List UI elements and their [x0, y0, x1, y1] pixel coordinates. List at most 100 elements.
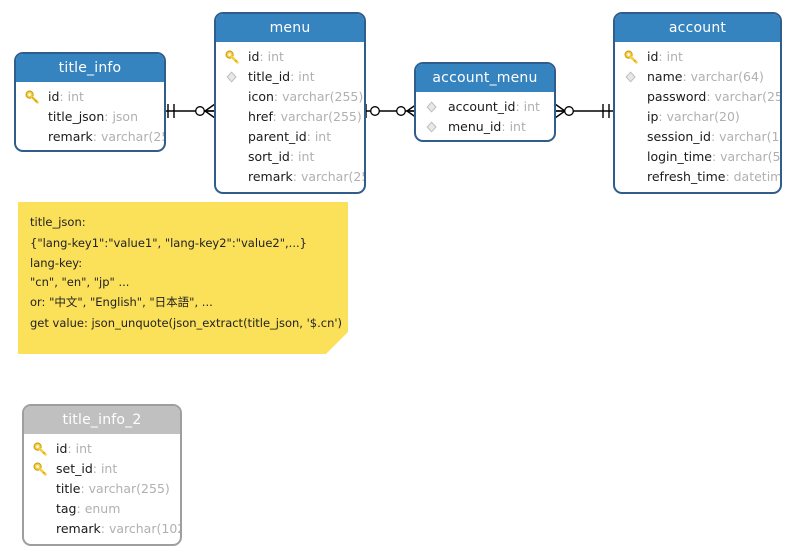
note-line: {"lang-key1":"value1", "lang-key2":"valu…	[30, 236, 307, 250]
field-row[interactable]: refresh_time: datetime	[615, 167, 780, 187]
field-type: varchar(255)	[100, 129, 164, 144]
field-row[interactable]: menu_id: int	[416, 117, 554, 137]
relationship-menu-account_menu	[362, 99, 418, 123]
field-name: account_id	[448, 99, 516, 114]
field-name: refresh_time	[647, 169, 726, 184]
field-name: login_time	[647, 149, 712, 164]
field-row[interactable]: password: varchar(255)	[615, 87, 780, 107]
field-type: int	[298, 149, 315, 164]
field-row[interactable]: sort_id: int	[248, 149, 315, 164]
diamond-icon	[425, 120, 440, 134]
field-name: session_id	[647, 129, 711, 144]
relationship-title_info-menu	[162, 99, 216, 123]
field-name: sort_id	[248, 149, 290, 164]
entity-menu-fields: id: int title_id: int icon: varchar(255)…	[216, 42, 364, 192]
field-type: varchar(255)	[88, 481, 170, 496]
field-row[interactable]: title_json: json	[48, 109, 138, 124]
entity-account_menu-title: account_menu	[416, 64, 554, 92]
field-name: id	[48, 89, 60, 104]
field-name: title_json	[48, 109, 105, 124]
entity-account_menu-fields: account_id: int menu_id: int	[416, 92, 554, 140]
diamond-icon	[225, 70, 240, 84]
field-name: icon	[248, 89, 274, 104]
field-type: int	[523, 99, 540, 114]
entity-account-title: account	[615, 14, 780, 42]
field-name: id	[248, 49, 260, 64]
field-row[interactable]: remark: varchar(255)	[16, 127, 164, 147]
field-type: enum	[84, 501, 121, 516]
note-line: or: "中文", "English", "日本語", ...	[30, 295, 213, 309]
field-type: datetime	[733, 169, 782, 184]
note-title_json[interactable]: title_json: {"lang-key1":"value1", "lang…	[18, 202, 348, 354]
field-name: parent_id	[248, 129, 307, 144]
field-row[interactable]: session_id: varchar(100)	[615, 127, 780, 147]
key-icon	[25, 90, 40, 104]
note-fold-corner	[326, 332, 348, 354]
field-type: json	[112, 109, 138, 124]
diamond-icon	[425, 100, 440, 114]
field-row[interactable]: title_id: int	[216, 67, 364, 87]
field-row[interactable]: set_id: int	[24, 459, 180, 479]
field-type: varchar(255)	[280, 109, 362, 124]
field-type: varchar(1024)	[108, 521, 180, 536]
entity-account_menu[interactable]: account_menu account_id: int menu_id: in…	[414, 62, 556, 142]
field-type: int	[267, 49, 284, 64]
entity-title_info[interactable]: title_info id: int title_json: json rema…	[14, 52, 166, 152]
field-type: int	[666, 49, 683, 64]
key-icon	[33, 442, 48, 456]
field-name: remark	[48, 129, 93, 144]
field-row[interactable]: id: int	[615, 47, 780, 67]
key-icon	[33, 462, 48, 476]
field-type: varchar(50)	[720, 149, 781, 164]
field-name: title_id	[248, 69, 291, 84]
field-name: password	[647, 89, 707, 104]
field-name: id	[56, 441, 68, 456]
note-line: lang-key:	[30, 256, 83, 270]
field-name: remark	[56, 521, 101, 536]
field-row[interactable]: ip: varchar(20)	[647, 109, 740, 124]
entity-title_info_2-fields: id: int set_id: int title: varchar(255) …	[24, 434, 180, 544]
entity-account[interactable]: account id: int name: varchar(64) p	[613, 12, 782, 194]
field-type: int	[314, 129, 332, 144]
field-row[interactable]: tag: enum	[56, 501, 121, 516]
key-icon	[225, 50, 240, 64]
field-row[interactable]: login_time: varchar(50)	[615, 147, 780, 167]
key-icon	[624, 50, 639, 64]
field-name: id	[647, 49, 659, 64]
field-row[interactable]: href: varchar(255)	[248, 109, 362, 124]
entity-title_info_2[interactable]: title_info_2 id: int	[22, 404, 182, 546]
field-name: set_id	[56, 461, 93, 476]
field-type: varchar(100)	[719, 129, 780, 144]
field-type: int	[75, 441, 92, 456]
field-type: varchar(255)	[282, 89, 364, 104]
field-name: ip	[647, 109, 659, 124]
note-line: get value: json_unquote(json_extract(tit…	[30, 316, 343, 330]
entity-menu[interactable]: menu id: int title_id: int icon: va	[214, 12, 366, 194]
field-row[interactable]: remark: varchar(255)	[216, 167, 364, 187]
field-type: varchar(20)	[666, 109, 740, 124]
field-row[interactable]: title: varchar(255)	[56, 481, 170, 496]
field-row[interactable]: id: int	[216, 47, 364, 67]
field-name: tag	[56, 501, 77, 516]
field-row[interactable]: account_id: int	[416, 97, 554, 117]
field-row[interactable]: name: varchar(64)	[615, 67, 780, 87]
field-row[interactable]: id: int	[16, 87, 164, 107]
field-name: href	[248, 109, 273, 124]
field-row[interactable]: icon: varchar(255)	[248, 89, 364, 104]
entity-menu-title: menu	[216, 14, 364, 42]
diamond-icon	[624, 70, 639, 84]
field-row[interactable]: remark: varchar(1024)	[24, 519, 180, 539]
relationship-account_menu-account	[554, 99, 616, 123]
field-name: title	[56, 481, 81, 496]
field-type: int	[67, 89, 84, 104]
field-name: menu_id	[448, 119, 502, 134]
field-type: varchar(255)	[300, 169, 364, 184]
field-type: varchar(255)	[714, 89, 780, 104]
field-type: int	[509, 119, 526, 134]
field-row[interactable]: id: int	[24, 439, 180, 459]
field-type: varchar(64)	[690, 69, 764, 84]
field-row[interactable]: parent_id: int	[248, 129, 332, 144]
entity-account-fields: id: int name: varchar(64) password: varc…	[615, 42, 780, 192]
note-line: title_json:	[30, 215, 86, 229]
note-line: "cn", "en", "jp" ...	[30, 275, 130, 289]
